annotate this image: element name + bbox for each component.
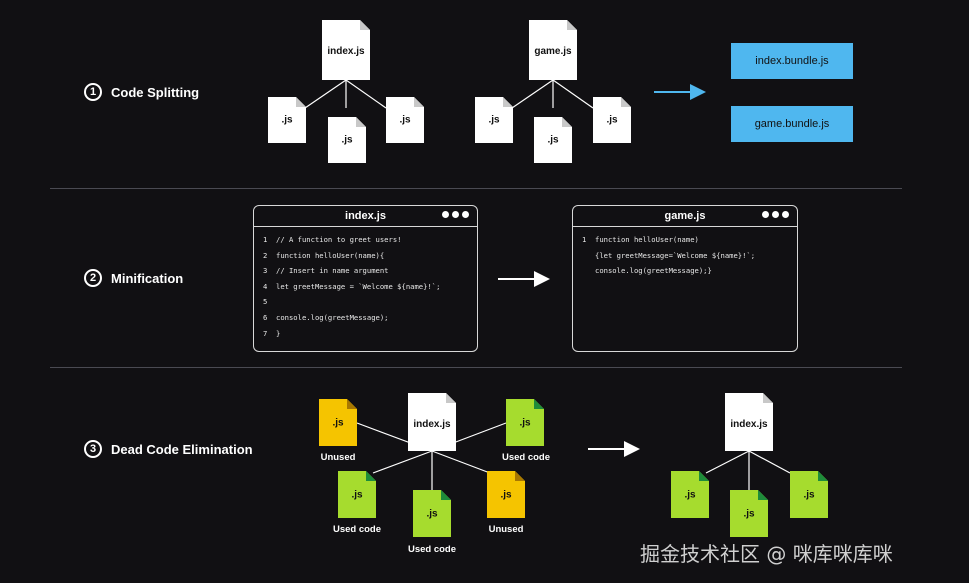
index-js-file-icon: index.js — [408, 393, 456, 451]
code-line: 5 — [263, 297, 468, 313]
line-number: 1 — [582, 235, 587, 244]
used-caption: Used code — [407, 544, 457, 555]
js-file-icon: .js — [386, 97, 424, 143]
file-label: .js — [399, 114, 411, 126]
step-code-splitting: 1 Code Splitting — [84, 83, 199, 101]
file-label: .js — [488, 114, 500, 126]
step-dead-code-elimination: 3 Dead Code Elimination — [84, 440, 253, 458]
window-title: index.js — [345, 210, 386, 222]
code-line: console.log(greetMessage);} — [582, 266, 788, 282]
file-label: .js — [743, 508, 755, 519]
game-js-file-icon: game.js — [529, 20, 577, 80]
line-number: 2 — [263, 250, 268, 260]
step-label: Dead Code Elimination — [111, 441, 253, 457]
used-js-file-icon: .js — [413, 490, 451, 537]
used-caption: Used code — [332, 524, 382, 535]
index-js-file-icon: index.js — [725, 393, 773, 451]
file-label: index.js — [730, 419, 768, 430]
file-label: .js — [281, 114, 293, 126]
game-bundle-box: game.bundle.js — [731, 106, 853, 142]
used-js-file-icon: .js — [506, 399, 544, 446]
line-number: 3 — [263, 266, 268, 276]
unused-js-file-icon: .js — [487, 471, 525, 518]
window-titlebar: game.js — [573, 206, 797, 227]
window-dots-icon — [762, 211, 789, 218]
step-minification: 2 Minification — [84, 269, 183, 287]
file-label: .js — [426, 508, 438, 519]
unused-caption: Unused — [320, 452, 356, 463]
file-label: .js — [351, 489, 363, 500]
line-text: // A function to greet users! — [276, 235, 402, 244]
file-label: .js — [332, 417, 344, 428]
code-line: 6 console.log(greetMessage); — [263, 313, 468, 329]
index-js-file-icon: index.js — [322, 20, 370, 80]
file-label: game.js — [534, 46, 572, 57]
js-file-icon: .js — [328, 117, 366, 163]
code-line: 4 let greetMessage = `Welcome ${name}!`; — [263, 282, 468, 298]
window-dots-icon — [442, 211, 469, 218]
line-text: } — [276, 328, 281, 338]
code-line: 7} — [263, 329, 468, 345]
step-label: Minification — [111, 270, 184, 286]
js-file-icon: .js — [593, 97, 631, 143]
step-number: 3 — [84, 440, 102, 458]
file-label: .js — [341, 134, 353, 146]
code-block: 1 function helloUser(name) {let greetMessa… — [573, 227, 797, 282]
js-file-icon: .js — [475, 97, 513, 143]
code-window-after: game.js 1 function helloUser(name) {let gr… — [572, 205, 798, 352]
code-line: 3 // Insert in name argument — [263, 266, 468, 282]
code-block: 1 // A function to greet users! 2 function … — [254, 227, 477, 344]
file-label: .js — [519, 417, 531, 428]
line-number: 4 — [263, 281, 268, 291]
step-label: Code Splitting — [111, 84, 200, 100]
line-text: function helloUser(name){ — [276, 250, 385, 260]
code-line: 2 function helloUser(name){ — [263, 251, 468, 267]
unused-js-file-icon: .js — [319, 399, 357, 446]
line-text: console.log(greetMessage); — [276, 312, 389, 322]
file-label: index.js — [413, 419, 451, 430]
line-number: 5 — [263, 297, 268, 307]
used-js-file-icon: .js — [790, 471, 828, 518]
code-line: {let greetMessage=`Welcome ${name}!`; — [582, 251, 788, 267]
window-title: game.js — [664, 210, 706, 222]
file-label: .js — [547, 134, 559, 146]
line-number: 7 — [263, 328, 268, 338]
line-text: {let greetMessage=`Welcome ${name}!`; — [595, 250, 756, 260]
file-label: .js — [803, 489, 815, 500]
file-label: .js — [684, 489, 696, 500]
js-file-icon: .js — [268, 97, 306, 143]
step-number: 2 — [84, 269, 102, 287]
unused-caption: Unused — [488, 524, 524, 535]
step-number: 1 — [84, 83, 102, 101]
section-divider — [50, 188, 902, 189]
line-number — [582, 266, 595, 282]
line-number: 1 — [263, 235, 268, 244]
file-label: index.js — [327, 46, 365, 57]
watermark: 掘金技术社区 @ 咪库咪库咪 — [640, 542, 893, 566]
line-text: let greetMessage = `Welcome ${name}!`; — [276, 281, 441, 291]
file-label: .js — [500, 489, 512, 500]
line-text: console.log(greetMessage);} — [595, 266, 712, 276]
index-bundle-box: index.bundle.js — [731, 43, 853, 79]
file-label: .js — [606, 114, 618, 126]
line-text: // Insert in name argument — [276, 266, 389, 276]
code-line: 1 function helloUser(name) — [582, 235, 788, 251]
used-caption: Used code — [501, 452, 551, 463]
code-line: 1 // A function to greet users! — [263, 235, 468, 251]
code-window-before: index.js 1 // A function to greet users! 2… — [253, 205, 478, 352]
used-js-file-icon: .js — [730, 490, 768, 537]
line-number — [582, 251, 595, 267]
window-titlebar: index.js — [254, 206, 477, 227]
used-js-file-icon: .js — [338, 471, 376, 518]
section-divider — [50, 367, 902, 368]
used-js-file-icon: .js — [671, 471, 709, 518]
js-file-icon: .js — [534, 117, 572, 163]
line-number: 6 — [263, 312, 268, 322]
line-text: function helloUser(name) — [595, 235, 699, 244]
